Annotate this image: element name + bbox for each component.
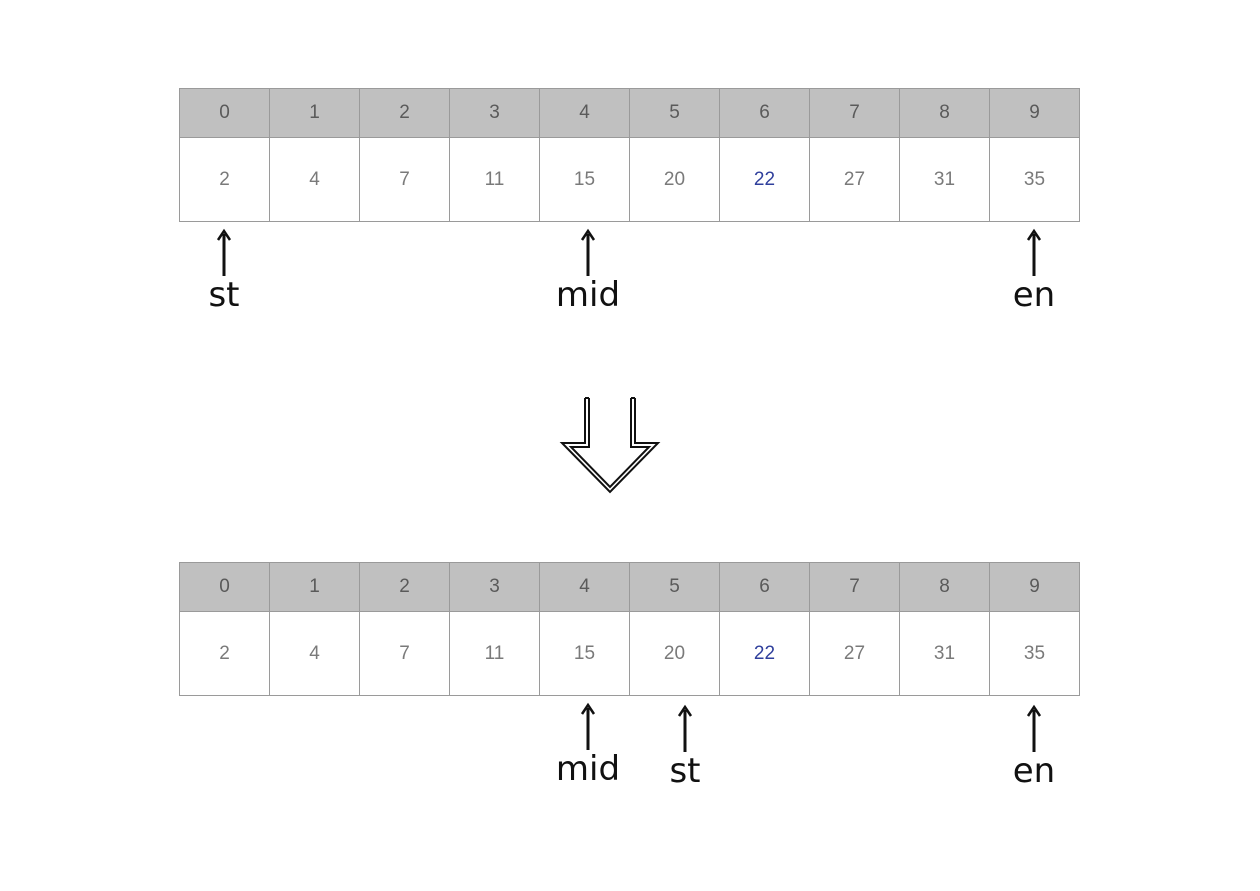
value-cell: 27 xyxy=(809,611,900,696)
value-cell: 20 xyxy=(629,611,720,696)
pointer-label: en xyxy=(1012,275,1056,315)
index-row: 0 1 2 3 4 5 6 7 8 9 xyxy=(179,88,1080,138)
pointer-st-bottom: st xyxy=(625,704,745,788)
pointer-en-top: en xyxy=(974,228,1094,312)
value-cell: 11 xyxy=(449,137,540,222)
index-cell: 6 xyxy=(719,562,810,612)
index-cell: 0 xyxy=(179,562,270,612)
pointer-mid-bottom: mid xyxy=(528,702,648,786)
index-cell: 9 xyxy=(989,562,1080,612)
value-cell-target: 22 xyxy=(719,611,810,696)
index-cell: 2 xyxy=(359,88,450,138)
index-cell: 5 xyxy=(629,562,720,612)
index-cell: 1 xyxy=(269,562,360,612)
value-cell: 4 xyxy=(269,611,360,696)
value-cell: 35 xyxy=(989,611,1080,696)
index-cell: 8 xyxy=(899,562,990,612)
value-cell: 20 xyxy=(629,137,720,222)
up-arrow-icon xyxy=(1026,704,1042,752)
value-cell: 2 xyxy=(179,611,270,696)
index-cell: 1 xyxy=(269,88,360,138)
array-top: 0 1 2 3 4 5 6 7 8 9 2 4 7 11 15 20 22 27… xyxy=(179,88,1080,222)
pointer-label: mid xyxy=(555,749,621,789)
value-cell: 2 xyxy=(179,137,270,222)
value-cell: 15 xyxy=(539,611,630,696)
index-cell: 6 xyxy=(719,88,810,138)
index-cell: 7 xyxy=(809,562,900,612)
value-cell: 35 xyxy=(989,137,1080,222)
up-arrow-icon xyxy=(677,704,693,752)
pointer-label: st xyxy=(208,275,240,315)
value-cell: 7 xyxy=(359,137,450,222)
index-cell: 3 xyxy=(449,562,540,612)
value-cell: 31 xyxy=(899,137,990,222)
pointer-en-bottom: en xyxy=(974,704,1094,788)
value-cell: 11 xyxy=(449,611,540,696)
index-cell: 3 xyxy=(449,88,540,138)
up-arrow-icon xyxy=(580,228,596,276)
index-cell: 7 xyxy=(809,88,900,138)
pointer-label: mid xyxy=(555,275,621,315)
index-cell: 4 xyxy=(539,88,630,138)
value-cell: 7 xyxy=(359,611,450,696)
value-cell: 4 xyxy=(269,137,360,222)
index-cell: 4 xyxy=(539,562,630,612)
index-cell: 9 xyxy=(989,88,1080,138)
index-cell: 0 xyxy=(179,88,270,138)
pointer-label: en xyxy=(1012,751,1056,791)
value-row: 2 4 7 11 15 20 22 27 31 35 xyxy=(179,611,1080,696)
up-arrow-icon xyxy=(1026,228,1042,276)
up-arrow-icon xyxy=(216,228,232,276)
array-bottom: 0 1 2 3 4 5 6 7 8 9 2 4 7 11 15 20 22 27… xyxy=(179,562,1080,696)
value-cell-target: 22 xyxy=(719,137,810,222)
pointer-mid-top: mid xyxy=(528,228,648,312)
value-cell: 15 xyxy=(539,137,630,222)
value-cell: 27 xyxy=(809,137,900,222)
pointer-label: st xyxy=(669,751,701,791)
index-cell: 5 xyxy=(629,88,720,138)
down-arrow-icon xyxy=(559,397,661,494)
pointer-st-top: st xyxy=(164,228,284,312)
index-cell: 8 xyxy=(899,88,990,138)
index-cell: 2 xyxy=(359,562,450,612)
value-row: 2 4 7 11 15 20 22 27 31 35 xyxy=(179,137,1080,222)
index-row: 0 1 2 3 4 5 6 7 8 9 xyxy=(179,562,1080,612)
up-arrow-icon xyxy=(580,702,596,750)
value-cell: 31 xyxy=(899,611,990,696)
